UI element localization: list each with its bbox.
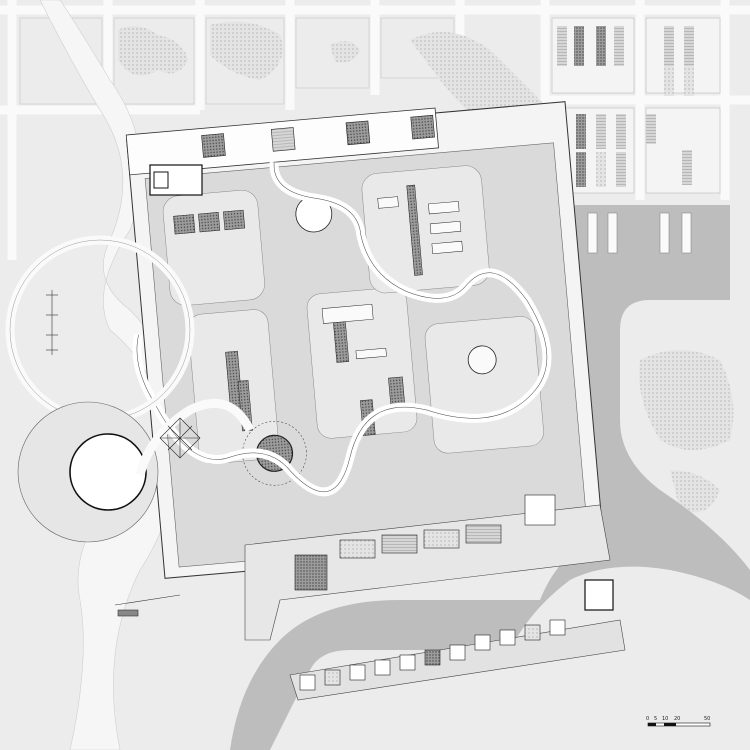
scale-tick-20: 20 bbox=[674, 716, 680, 722]
main-complex bbox=[125, 101, 604, 579]
scale-bar: 0 5 10 20 50 bbox=[646, 716, 710, 727]
meadow-figures bbox=[46, 290, 181, 617]
west-circle-garden bbox=[5, 235, 255, 543]
lower-plaza-squares bbox=[339, 524, 502, 559]
scale-tick-5: 5 bbox=[654, 716, 657, 722]
scale-tick-50: 50 bbox=[704, 716, 710, 722]
house bbox=[149, 164, 203, 196]
gatehouse bbox=[584, 579, 614, 611]
roads bbox=[230, 205, 750, 750]
terrace-squares bbox=[299, 619, 566, 691]
scale-tick-0: 0 bbox=[646, 716, 649, 722]
scale-tick-10: 10 bbox=[662, 716, 668, 722]
garden-plots bbox=[551, 17, 721, 194]
parked-trucks bbox=[587, 212, 692, 254]
lower-plaza bbox=[244, 504, 611, 641]
vegetation bbox=[118, 21, 734, 513]
